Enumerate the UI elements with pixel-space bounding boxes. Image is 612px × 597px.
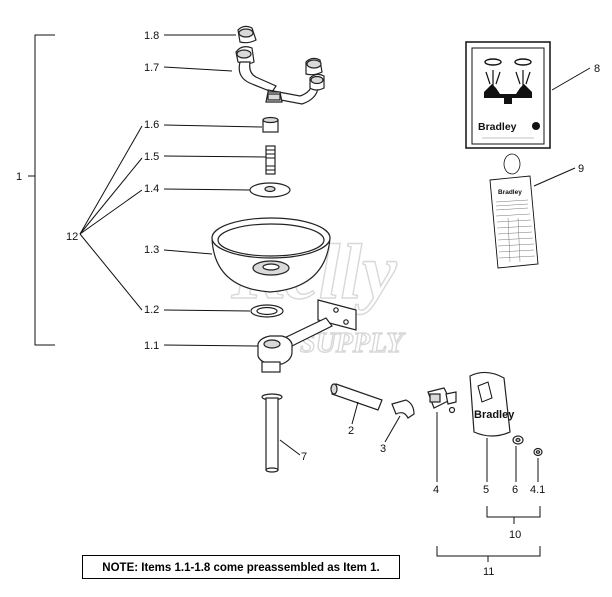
label-2: 2 [348,425,354,437]
leaders-12 [79,125,143,311]
part-1-6-cap [262,116,279,133]
eyewash-head-assembly [235,25,325,105]
leader-1-3 [163,249,213,255]
part-1-1-bracket [257,299,357,373]
label-3: 3 [380,443,386,455]
leader-1-5 [163,155,267,158]
bracket-11 [436,546,541,557]
part-1-5-nipple [265,145,276,175]
part-1-3-bowl [211,217,331,293]
label-7: 7 [301,451,307,463]
bracket-item-1 [34,34,55,346]
label-1: 1 [16,171,22,183]
label-9: 9 [578,163,584,175]
bracket-10 [486,506,541,518]
preassembly-note: NOTE: Items 1.1-1.8 come preassembled as… [82,555,400,579]
label-5: 5 [483,484,489,496]
part-6-washer [512,435,524,445]
label-1-6: 1.6 [144,119,159,131]
part-4-1-nut [533,447,543,457]
label-1-4: 1.4 [144,183,159,195]
leader-3 [384,415,401,443]
sign-brand: Bradley [478,121,517,133]
part-1-2-gasket [250,304,284,318]
label-4: 4 [433,484,439,496]
leader-1-7 [163,66,233,72]
tag-brand: Bradley [498,189,522,196]
label-12: 12 [66,231,78,243]
label-8: 8 [594,63,600,75]
label-1-2: 1.2 [144,304,159,316]
label-6: 6 [512,484,518,496]
label-1-8: 1.8 [144,30,159,42]
part-9-tag: Bradley [489,153,539,269]
leader-1-6 [163,124,263,128]
part-1-4-flange [249,182,291,198]
label-1-5: 1.5 [144,151,159,163]
part-5-cover: Bradley [469,371,515,437]
label-1-3: 1.3 [144,244,159,256]
leader-8 [551,67,591,91]
leader-9 [533,167,576,187]
label-1-7: 1.7 [144,62,159,74]
label-4-1: 4.1 [530,484,545,496]
part-2-pipe [330,383,383,411]
leader-1-2 [163,309,251,312]
part-3-elbow [391,399,415,419]
part-8-sign: Bradley [465,41,551,149]
leader-2 [351,401,359,425]
leader-7 [279,439,301,456]
leader-1-1 [163,344,259,347]
part-7-tailpiece [261,393,283,473]
label-11: 11 [483,566,494,578]
label-10: 10 [509,529,521,541]
leader-1-4 [163,188,251,191]
part-4-valve [427,387,457,414]
cover-brand: Bradley [474,409,515,421]
label-1-1: 1.1 [144,340,159,352]
